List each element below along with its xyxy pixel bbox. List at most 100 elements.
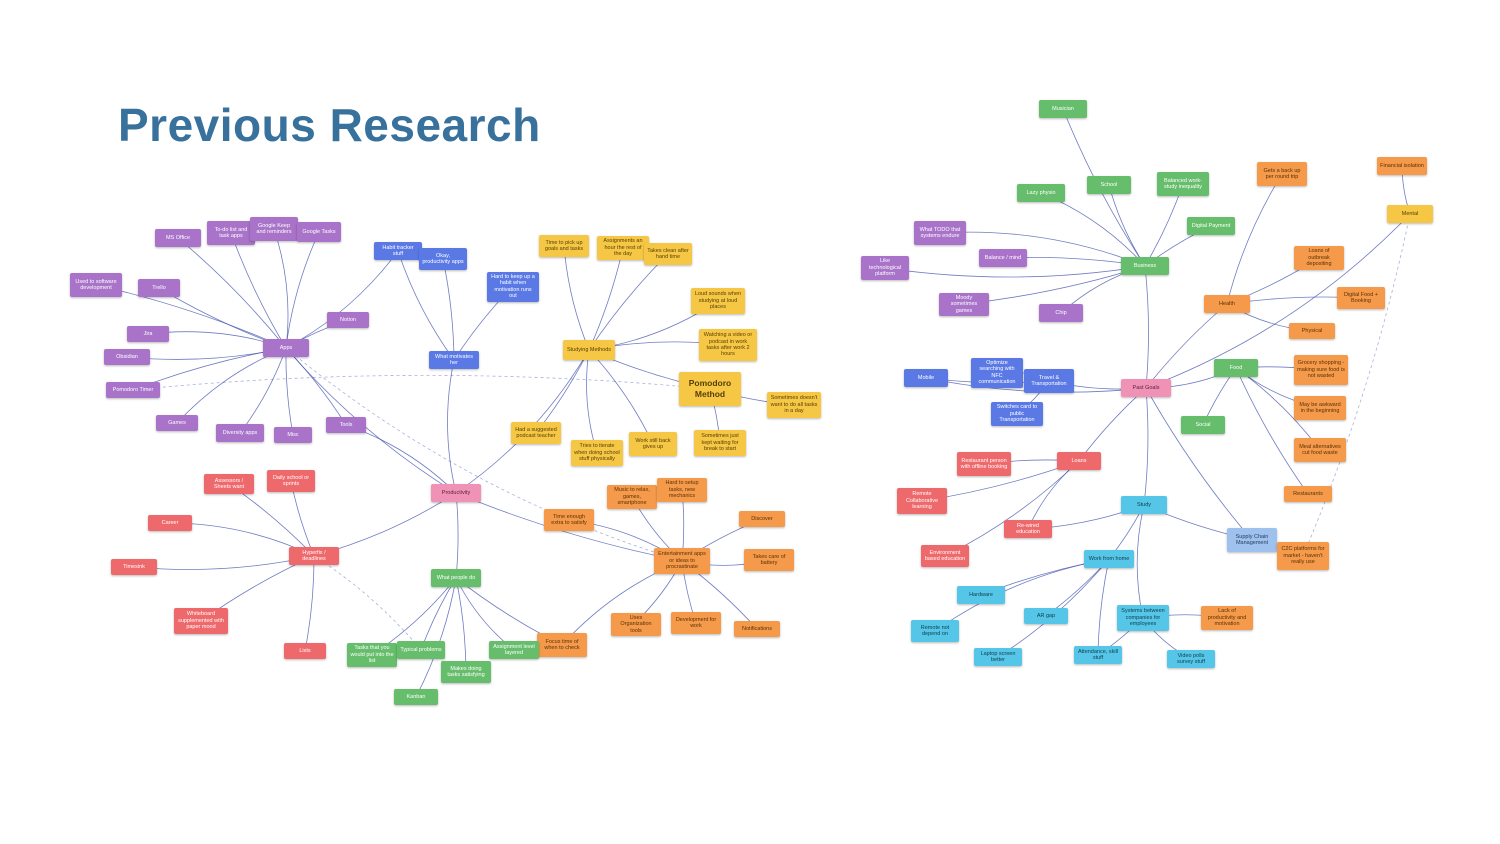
sticky-note[interactable]: Lazy physio bbox=[1017, 184, 1065, 202]
sticky-note[interactable]: Digital Food + Booking bbox=[1337, 287, 1385, 309]
sticky-note[interactable]: Tries to iterate when doing school stuff… bbox=[571, 440, 623, 466]
sticky-note[interactable]: Grocery shopping - making sure food is n… bbox=[1294, 355, 1348, 385]
sticky-note[interactable]: Used to software development bbox=[70, 273, 122, 297]
sticky-note[interactable]: MS Office bbox=[155, 229, 201, 247]
sticky-note[interactable]: Entertainment apps or ideas to procrasti… bbox=[654, 548, 710, 574]
sticky-note[interactable]: Loans bbox=[1057, 452, 1101, 470]
sticky-note[interactable]: Video polls survey stuff bbox=[1167, 650, 1215, 668]
sticky-note[interactable]: Daily school or sprints bbox=[267, 470, 315, 492]
sticky-note[interactable]: Work still back gives up bbox=[629, 432, 677, 456]
sticky-note[interactable]: Chip bbox=[1039, 304, 1083, 322]
sticky-note[interactable]: Google Tasks bbox=[297, 222, 341, 242]
sticky-note[interactable]: Assessors / Sheets want bbox=[204, 474, 254, 494]
sticky-note[interactable]: Food bbox=[1214, 359, 1258, 377]
sticky-note[interactable]: Gets a back up per round trip bbox=[1257, 162, 1307, 186]
sticky-note[interactable]: Apps bbox=[263, 339, 309, 357]
sticky-note[interactable]: Had a suggested podcast teacher bbox=[511, 422, 561, 444]
sticky-note[interactable]: Optimize searching with NFC communicatio… bbox=[971, 358, 1023, 388]
sticky-note[interactable]: Career bbox=[148, 515, 192, 531]
sticky-note[interactable]: Like technological platform bbox=[861, 256, 909, 280]
sticky-note[interactable]: Development for work bbox=[671, 612, 721, 634]
sticky-note[interactable]: Pomodoro Timer bbox=[106, 382, 160, 398]
sticky-note[interactable]: Timesink bbox=[111, 559, 157, 575]
sticky-note[interactable]: Focus time of when to check bbox=[537, 633, 587, 657]
sticky-note[interactable]: Tasks that you would put into the list bbox=[347, 643, 397, 667]
sticky-note[interactable]: Past Goals bbox=[1121, 379, 1171, 397]
sticky-note[interactable]: Google Keep and reminders bbox=[250, 217, 298, 241]
sticky-note[interactable]: Assignment level layered bbox=[489, 641, 539, 659]
sticky-note[interactable]: Diversity apps bbox=[216, 424, 264, 442]
sticky-note[interactable]: Balance / mind bbox=[979, 249, 1027, 267]
sticky-note[interactable]: Loud sounds when studying at loud places bbox=[691, 288, 745, 314]
sticky-note[interactable]: What TODO that systems endure bbox=[914, 221, 966, 245]
sticky-note[interactable]: Work from home bbox=[1084, 550, 1134, 568]
sticky-note[interactable]: To-do list and task apps bbox=[207, 221, 255, 245]
sticky-note[interactable]: May be awkward in the beginning bbox=[1294, 396, 1346, 420]
sticky-note[interactable]: Games bbox=[156, 415, 198, 431]
sticky-note[interactable]: Digital Payment bbox=[1187, 217, 1235, 235]
sticky-note[interactable]: Remote Collaborative learning bbox=[897, 488, 947, 514]
sticky-note[interactable]: Tools bbox=[326, 417, 366, 433]
sticky-note[interactable]: Financial isolation bbox=[1377, 157, 1427, 175]
sticky-note[interactable]: Kanban bbox=[394, 689, 438, 705]
sticky-note[interactable]: Assignments an hour the rest of the day bbox=[597, 236, 649, 260]
sticky-note[interactable]: Laptop screen better bbox=[974, 648, 1022, 666]
sticky-note[interactable]: Hard to setup tasks, new mechanics bbox=[657, 478, 707, 502]
sticky-note[interactable]: Time to pick up goals and tasks bbox=[539, 235, 589, 257]
sticky-note[interactable]: Lack of productivity and motivation bbox=[1201, 606, 1253, 630]
sticky-note[interactable]: Mental bbox=[1387, 205, 1433, 223]
sticky-note[interactable]: Notion bbox=[327, 312, 369, 328]
sticky-note[interactable]: What people do bbox=[431, 569, 481, 587]
sticky-note[interactable]: Social bbox=[1181, 416, 1225, 434]
sticky-note[interactable]: Travel & Transportation bbox=[1024, 369, 1074, 393]
sticky-note[interactable]: What motivates her bbox=[429, 351, 479, 369]
sticky-note[interactable]: Environment based education bbox=[921, 545, 969, 567]
sticky-note[interactable]: AR gap bbox=[1024, 608, 1068, 624]
sticky-note[interactable]: Musician bbox=[1039, 100, 1087, 118]
sticky-note[interactable]: Supply Chain Management bbox=[1227, 528, 1277, 552]
sticky-note[interactable]: Time enough extra to satisfy bbox=[544, 509, 594, 531]
sticky-note[interactable]: Habit tracker stuff bbox=[374, 242, 422, 260]
sticky-note[interactable]: Discover bbox=[739, 511, 785, 527]
sticky-note[interactable]: Whiteboard supplemented with paper mood bbox=[174, 608, 228, 634]
sticky-note[interactable]: Business bbox=[1121, 257, 1169, 275]
sticky-note[interactable]: Lists bbox=[284, 643, 326, 659]
sticky-note[interactable]: Switches card to public Transportation bbox=[991, 402, 1043, 426]
sticky-note[interactable]: Notifications bbox=[734, 621, 780, 637]
sticky-note[interactable]: Sometimes doesn't want to do all tasks i… bbox=[767, 392, 821, 418]
sticky-note[interactable]: Health bbox=[1204, 295, 1250, 313]
sticky-note[interactable]: Uses Organization tools bbox=[611, 613, 661, 637]
sticky-note[interactable]: Hard to keep up a habit when motivation … bbox=[487, 272, 539, 302]
sticky-note[interactable]: Sometimes just kept waiting for break to… bbox=[694, 430, 746, 456]
sticky-note[interactable]: Restaurants bbox=[1284, 486, 1332, 502]
sticky-note[interactable]: Studying Methods bbox=[563, 340, 615, 360]
sticky-note[interactable]: Trello bbox=[138, 279, 180, 297]
sticky-note[interactable]: Loans of outbreak depositing bbox=[1294, 246, 1344, 270]
sticky-note[interactable]: Study bbox=[1121, 496, 1167, 514]
sticky-note[interactable]: Attendance, skill stuff bbox=[1074, 646, 1122, 664]
sticky-note[interactable]: Watching a video or podcast in work task… bbox=[699, 329, 757, 361]
sticky-note[interactable]: C2C platforms for market - haven't reall… bbox=[1277, 542, 1329, 570]
sticky-note[interactable]: Jira bbox=[127, 326, 169, 342]
sticky-note[interactable]: School bbox=[1087, 176, 1131, 194]
sticky-note[interactable]: Makes doing tasks satisfying bbox=[441, 661, 491, 683]
sticky-note[interactable]: Misc bbox=[274, 427, 312, 443]
sticky-note[interactable]: Okay, productivity apps bbox=[419, 248, 467, 270]
sticky-note[interactable]: Music to relax, games, smartphone bbox=[607, 485, 657, 509]
sticky-note[interactable]: Remote not depend on bbox=[911, 620, 959, 642]
sticky-note[interactable]: Hardware bbox=[957, 586, 1005, 604]
sticky-note[interactable]: Productivity bbox=[431, 484, 481, 502]
sticky-note[interactable]: Physical bbox=[1289, 323, 1335, 339]
sticky-note[interactable]: Takes care of battery bbox=[744, 549, 794, 571]
sticky-note[interactable]: Mobile bbox=[904, 369, 948, 387]
sticky-note[interactable]: Restaurant person with offline booking bbox=[957, 452, 1011, 476]
sticky-note[interactable]: Typical problems bbox=[397, 641, 445, 659]
sticky-note[interactable]: Hyperfix / deadlines bbox=[289, 547, 339, 565]
sticky-note[interactable]: Obsidian bbox=[104, 349, 150, 365]
sticky-note[interactable]: Meal alternatives cut food waste bbox=[1294, 438, 1346, 462]
sticky-note[interactable]: Takes clean after hand time bbox=[644, 243, 692, 265]
sticky-note[interactable]: Systems between companies for employees bbox=[1117, 605, 1169, 631]
sticky-note[interactable]: Moody sometimes games bbox=[939, 293, 989, 317]
sticky-note[interactable]: Balanced work-study inequality bbox=[1157, 172, 1209, 196]
sticky-note[interactable]: Re-wired education bbox=[1004, 520, 1052, 538]
